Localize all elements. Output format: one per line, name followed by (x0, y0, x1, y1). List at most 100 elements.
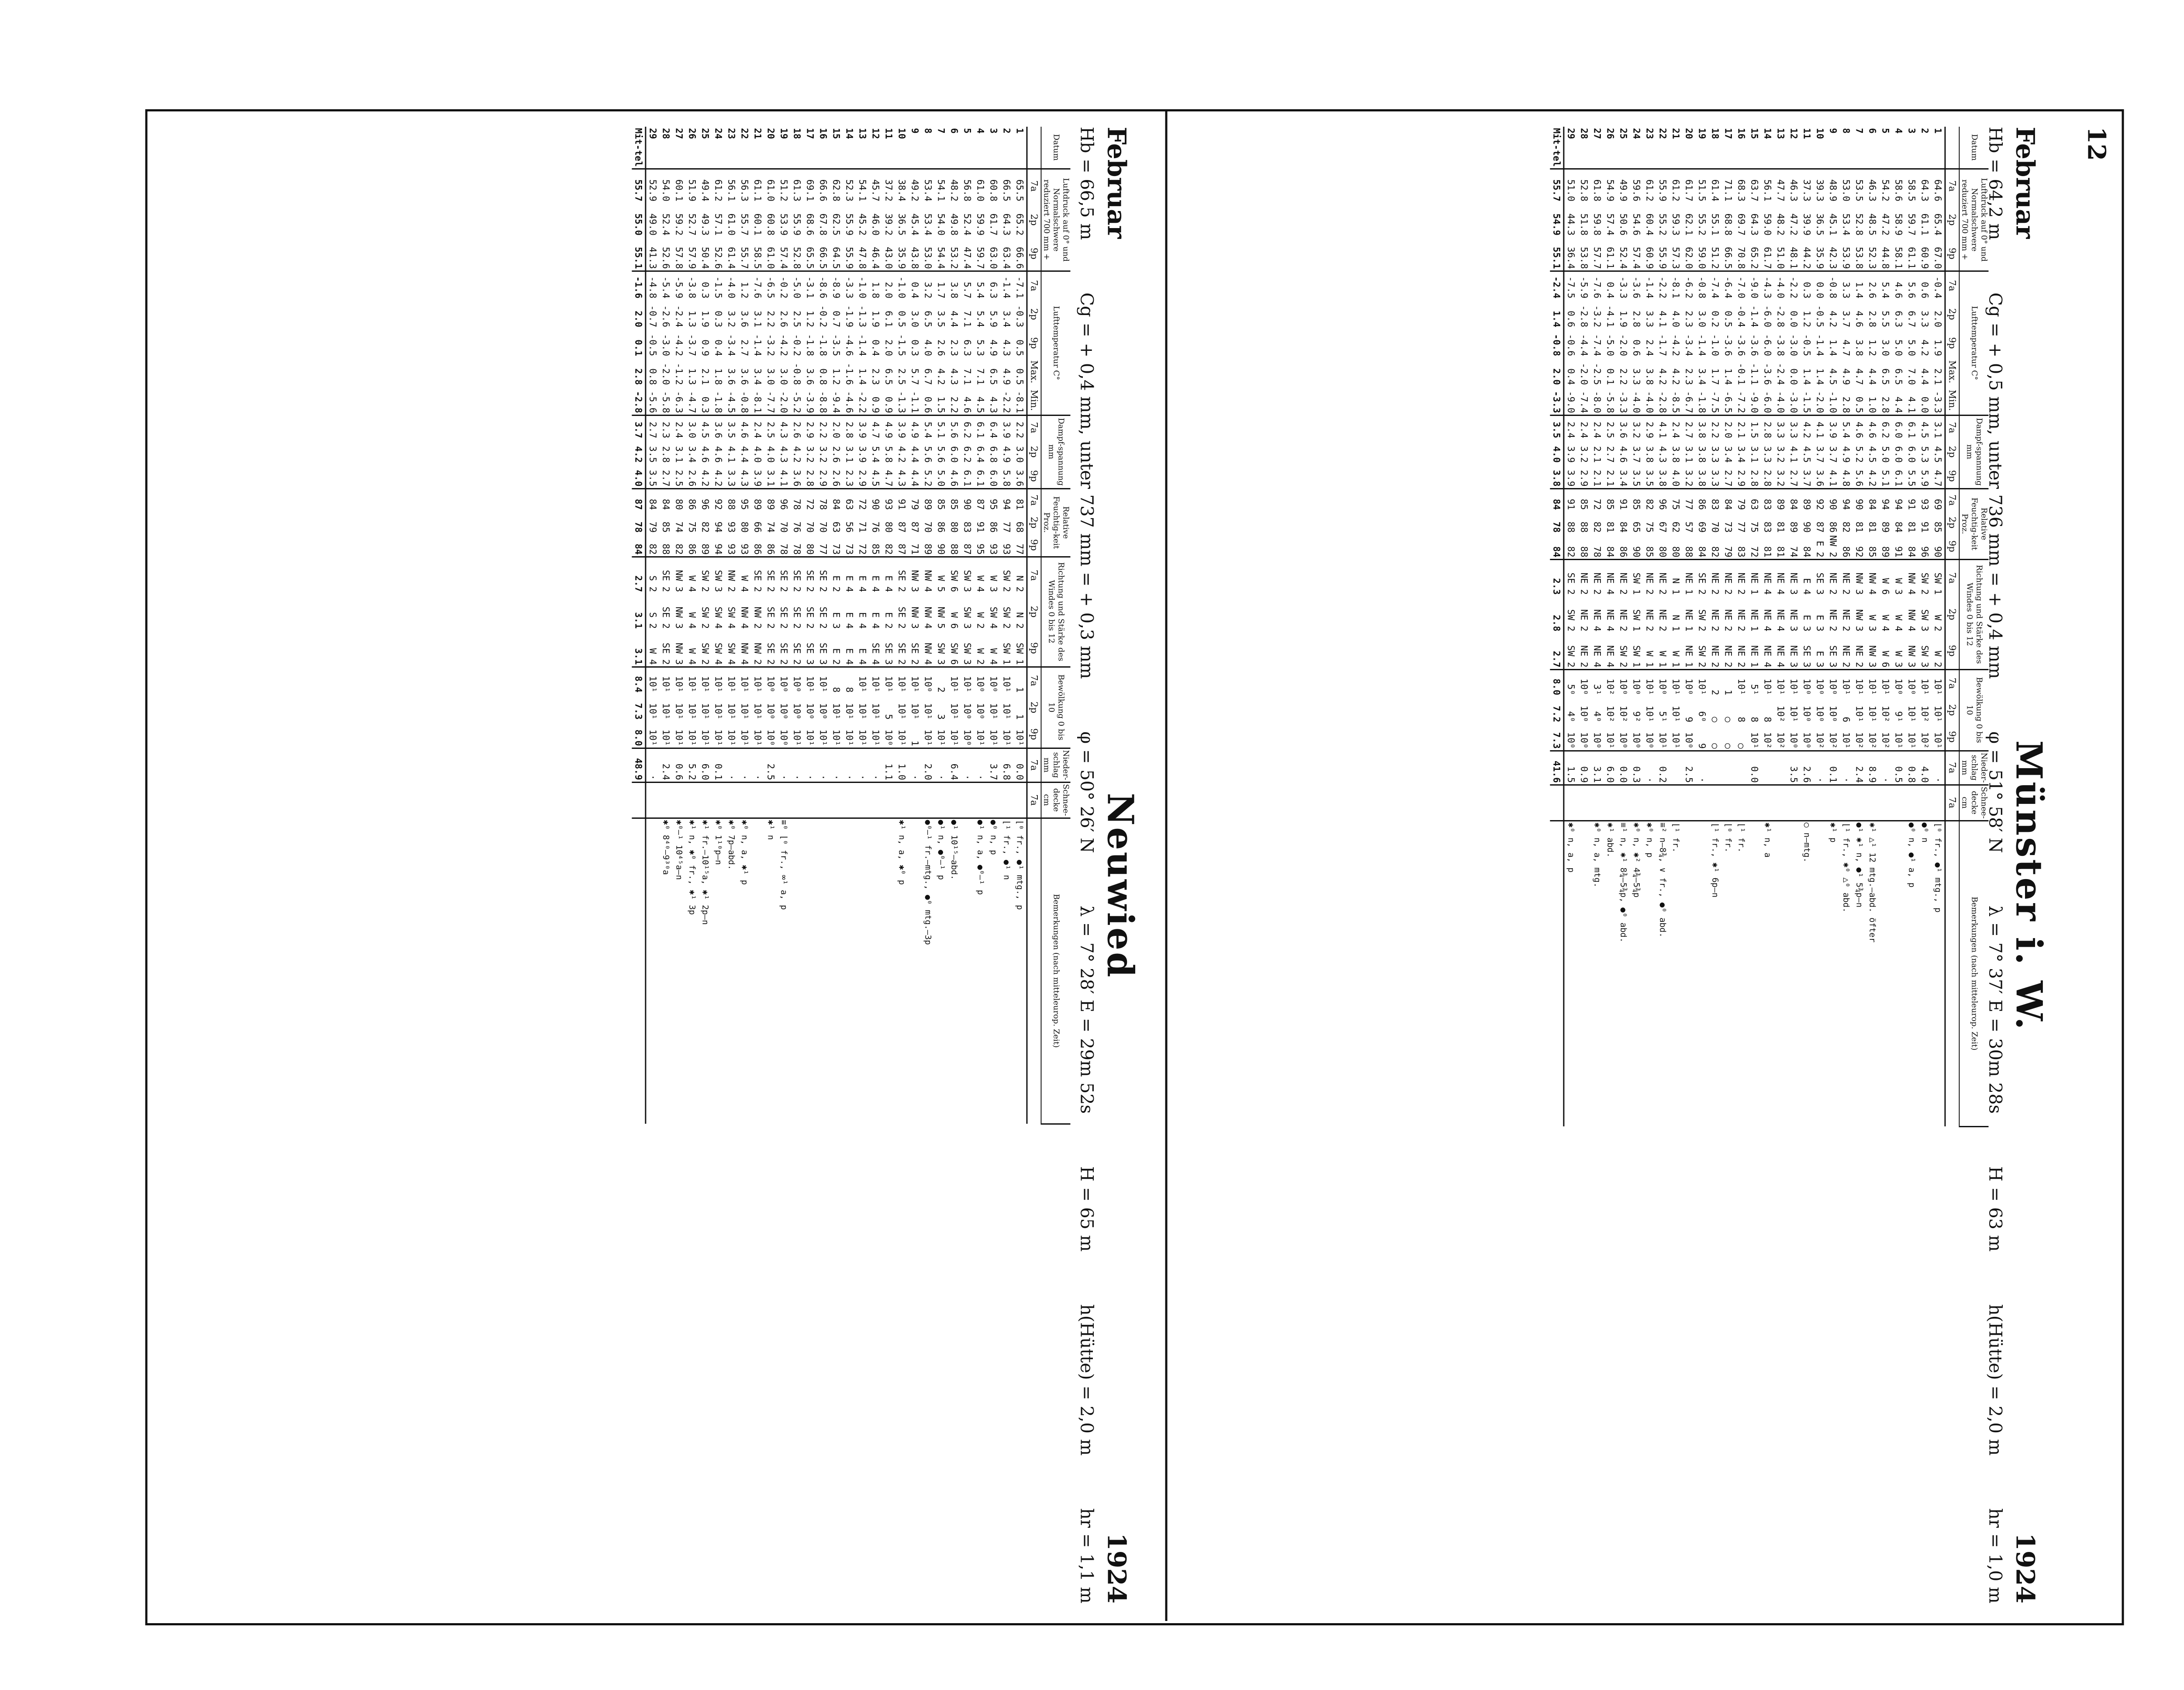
station2-cell: 93 (987, 534, 1000, 557)
station1-cell: 10¹ (1762, 679, 1773, 696)
station2-hutte: h(Hütte) = 2,0 m (1076, 1304, 1097, 1456)
station1-cell: 4.6 (1893, 282, 1904, 299)
station2-cell: E 4 (857, 575, 868, 592)
station1-cell: 89 (1879, 534, 1892, 560)
station1-cell: 54.2 (1880, 179, 1891, 202)
station2-cell: 2.6 (778, 311, 789, 328)
station2-cell: -4.2 (778, 334, 789, 357)
station1-cell: SW 3 (1918, 633, 1932, 670)
station2-cell: 84 (660, 499, 671, 510)
station1-cell: 10 (1813, 127, 1827, 169)
station1-cell: 84 (1893, 521, 1904, 533)
station1-cell: 2.8 (1879, 386, 1892, 416)
station1-cell: 86 (1617, 534, 1630, 560)
station1-cell: 5.1 (1879, 464, 1892, 489)
station1-mean-cell: 3.5 (1550, 415, 1564, 440)
station1-cell: 10⁰ (1801, 706, 1812, 723)
station1-cell: 4.7 (1841, 339, 1852, 357)
station1-cell: 10¹ (1854, 679, 1865, 696)
station2-cell: 4.9 (988, 339, 999, 357)
station2-cell: 19 (777, 127, 791, 169)
station1-mean-cell: 2.8 (1550, 596, 1564, 633)
station2-cell: ✱⁰ 8⁴⁰–9³⁰a (661, 820, 671, 875)
station1-cell (1839, 785, 1853, 821)
station2-cell (974, 782, 987, 818)
station2-cell: E 3 (831, 612, 842, 629)
station1-cell (1630, 785, 1643, 821)
station1-cell: 2.2 (1618, 368, 1629, 385)
station2-cell: 2.8 (803, 464, 817, 489)
station2-cell: 5.4 (870, 446, 881, 463)
station2-cell: -8.1 (1013, 386, 1027, 416)
station1-cell: 17 (1721, 127, 1735, 169)
station1-cell: NE 4 (1592, 609, 1603, 632)
station2-mean-cell: 55.1 (632, 237, 646, 271)
station2-cell: 3.4 (687, 446, 698, 463)
station2-cell: 53.0 (921, 237, 935, 271)
station2-cell: · (974, 748, 987, 783)
station1-subheader: 2p (1945, 203, 1959, 237)
station1-cell: 2.0 (1932, 311, 1943, 328)
station1-cell: 44.2 (1800, 237, 1814, 271)
station2-cell: 47.8 (856, 237, 869, 271)
station2-cell (803, 782, 817, 818)
station2-datum-header: Datum (1041, 127, 1071, 169)
station2-cell: W 3 (988, 575, 999, 592)
station1-cell: N 1 (1670, 578, 1681, 595)
station2-cell: 10¹ (896, 676, 907, 693)
station2-cell: 70 (818, 521, 829, 533)
station1-cell: 36.4 (1564, 237, 1578, 271)
station2-cell: 88 (726, 499, 737, 510)
station2-cell: · (869, 748, 882, 783)
station1-cell: 10⁰ (1630, 724, 1643, 751)
station1-cell: 4⁰ (1565, 711, 1576, 723)
station2-cell: 45.4 (909, 213, 920, 236)
station2-subheader: 2p (1027, 511, 1041, 534)
station2-cell: -1.6 (844, 363, 855, 385)
station2-cell: 63 (831, 521, 842, 533)
station2-cell: 52.3 (844, 179, 855, 202)
station1-cell: 86 (1697, 499, 1707, 510)
station2-cell: 63.0 (987, 237, 1000, 271)
station1-cell (1892, 821, 1905, 1126)
station1-cell: 10¹ (1867, 679, 1878, 696)
station1-cell: 5.6 (1852, 464, 1866, 489)
station2-cell (1000, 782, 1013, 818)
station1-cell (1603, 785, 1617, 821)
station1-remarks-header: Bemerkungen (nach mitteleurop. Zeit) (1959, 821, 1989, 1127)
station1-cell: 71.1 (1723, 179, 1734, 202)
station2-cell: 49.8 (949, 213, 960, 236)
station2-cell: NW 4 (739, 606, 750, 629)
station1-subheader: Max. (1945, 357, 1959, 387)
station2-cell: 10⁰ (975, 703, 986, 720)
station2-cell: 10¹ (949, 703, 960, 720)
station1-cell: 60.4 (1644, 213, 1655, 236)
station1-cell: 0.0 (1788, 368, 1799, 385)
station1-cell: 2.8 (1748, 464, 1761, 489)
station1-cell: 75 (1749, 521, 1760, 533)
station2-cell: 53.4 (923, 213, 933, 236)
station2-cell: 89 (698, 534, 712, 557)
station1-cell: 10² (1879, 724, 1892, 751)
station1-cell: -4.0 (1630, 386, 1643, 416)
station2-cell: NW 4 (921, 630, 935, 667)
page-number: 12 (2082, 127, 2111, 161)
station2-cell: 66.5 (1001, 179, 1012, 202)
station1-cell: 10⁰ (1828, 706, 1838, 723)
station2-cell: 10¹ (790, 721, 804, 748)
station1-cell: 10⁰ (1579, 706, 1590, 723)
station2-cell: · (751, 748, 764, 783)
station2-cell: 10¹ (870, 676, 881, 693)
station1-cell: -0.8 (1697, 276, 1707, 299)
station2-cell: 59.2 (674, 213, 684, 236)
station2-mean-cell: Mit-tel (632, 127, 646, 169)
station1-cell: 5.4 (1880, 282, 1891, 299)
station2-cell: 16 (816, 127, 830, 169)
station1-cell: ⌊¹ fr., ✱⁰ △⁰ abd. (1841, 822, 1851, 913)
station2-cell: 4.4 (739, 446, 750, 463)
